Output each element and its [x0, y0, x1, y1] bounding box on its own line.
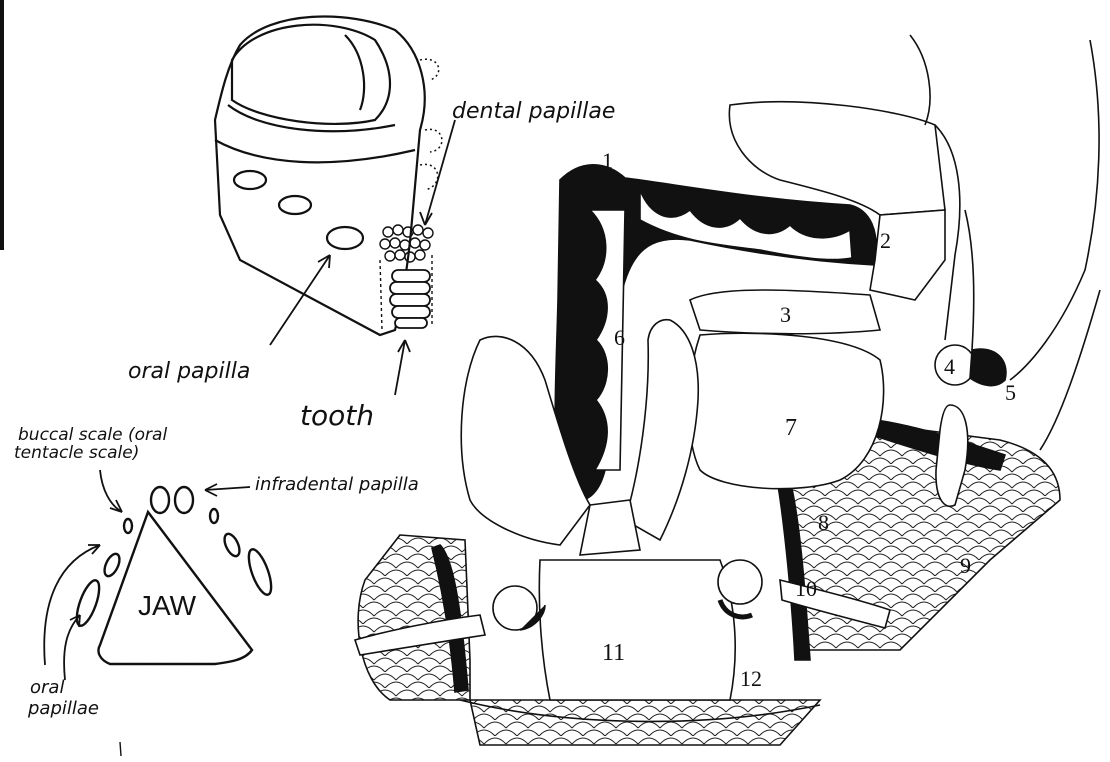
oral-papilla-shape-3 — [327, 227, 363, 249]
oral-papilla-shape-1 — [234, 171, 266, 189]
label-dental-papillae: dental papillae — [452, 99, 615, 124]
plate-2 — [870, 210, 945, 300]
tube-foot-pore-right — [718, 560, 762, 604]
label-jaw: JAW — [138, 590, 197, 621]
number-5: 5 — [1005, 380, 1016, 405]
label-oral-papillae-1: oral — [30, 677, 64, 698]
label-infradental-papilla: infradental papilla — [255, 474, 419, 495]
plate-11 — [539, 560, 735, 700]
number-1: 1 — [602, 148, 613, 173]
buccal-scale-left — [124, 519, 132, 533]
number-2: 2 — [880, 228, 891, 253]
jaw-3d-sketch — [215, 16, 442, 335]
number-8: 8 — [818, 510, 829, 535]
plate-7 — [689, 333, 884, 488]
scales-bottom — [470, 700, 820, 745]
number-12: 12 — [740, 666, 762, 691]
stray-mark — [120, 742, 121, 756]
arrow-dental-papillae — [425, 120, 455, 225]
label-oral-papilla: oral papilla — [128, 359, 250, 384]
oral-papilla-shape-2 — [279, 196, 311, 214]
infradental-papilla-left — [151, 487, 169, 513]
plate-center — [580, 500, 640, 555]
oral-papilla-left-1 — [101, 552, 122, 579]
oral-papilla-right-1 — [221, 532, 242, 559]
disk-edge-right — [1040, 290, 1100, 450]
number-11: 11 — [602, 640, 625, 666]
left-edge-mark — [0, 0, 4, 250]
number-10: 10 — [795, 576, 817, 601]
label-tooth: tooth — [300, 399, 374, 432]
plate-5-dark — [970, 349, 1006, 386]
number-7: 7 — [785, 415, 797, 441]
label-buccal-scale-1: buccal scale (oral — [18, 425, 167, 445]
label-oral-papillae-2: papillae — [27, 698, 99, 719]
oral-view — [355, 35, 1100, 745]
number-6: 6 — [614, 325, 625, 350]
oral-papilla-left-2 — [72, 578, 103, 629]
buccal-scale-right — [210, 509, 218, 523]
jaw-schematic — [72, 487, 275, 664]
label-buccal-scale-2: tentacle scale) — [14, 443, 139, 463]
number-4: 4 — [944, 354, 955, 379]
oral-papilla-right-2 — [244, 547, 275, 598]
infradental-papilla-right — [175, 487, 193, 513]
plate-4-disc — [935, 345, 975, 385]
plate-6-side — [625, 320, 698, 540]
tooth-stack — [390, 270, 430, 328]
number-3: 3 — [780, 302, 791, 327]
number-9: 9 — [960, 553, 971, 578]
